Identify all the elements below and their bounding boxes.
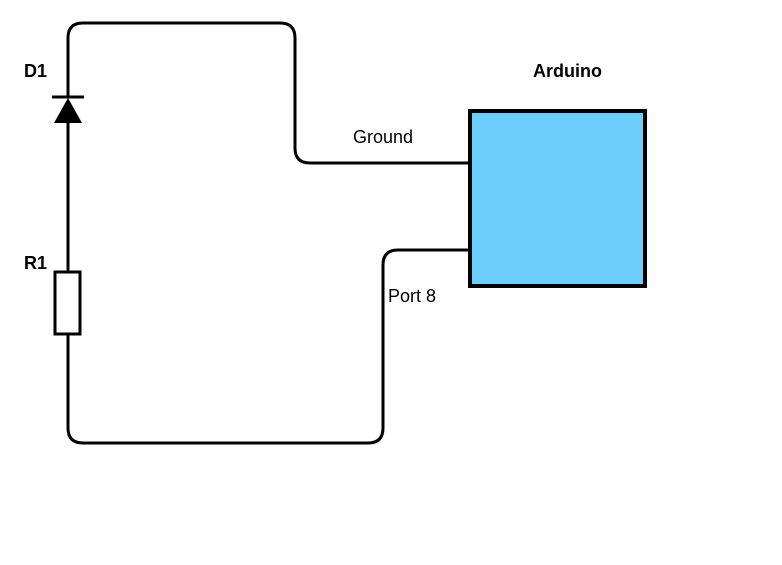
- arduino-label: Arduino: [533, 61, 602, 81]
- diode-triangle: [54, 98, 82, 123]
- resistor-symbol: [53, 270, 82, 336]
- arduino-board: [468, 109, 647, 288]
- ground-wire: [66, 21, 472, 165]
- diode-symbol: [52, 95, 84, 123]
- diode-label: D1: [24, 61, 47, 81]
- resistor-label: R1: [24, 253, 47, 273]
- port-label: Port 8: [388, 286, 436, 306]
- port-wire: [66, 248, 472, 445]
- ground-label: Ground: [353, 127, 413, 147]
